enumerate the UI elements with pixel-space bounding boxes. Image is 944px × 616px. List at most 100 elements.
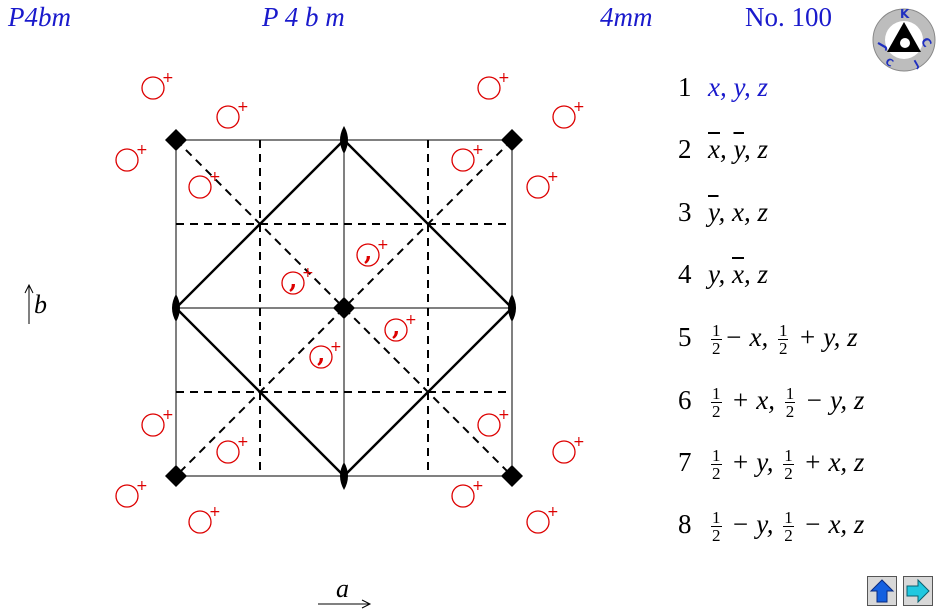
position-number: 5: [678, 322, 692, 352]
a-axis-label: a: [336, 574, 349, 603]
svg-text:K: K: [900, 8, 910, 21]
position-number: 6: [678, 385, 692, 415]
position-marker: +: [552, 434, 585, 464]
coord-y-bar: y: [708, 197, 719, 227]
jkc-logo[interactable]: J K C J C: [872, 8, 936, 72]
glide-lines: [175, 139, 513, 477]
fourfold-axes: [165, 129, 523, 487]
svg-text:+: +: [237, 434, 249, 450]
position-number: 4: [678, 259, 692, 289]
twofold-axis-symbol: [172, 294, 180, 322]
nav-next-button[interactable]: [903, 576, 933, 606]
svg-text:+: +: [547, 169, 559, 185]
position-marker: +: [477, 70, 510, 100]
svg-text:+: +: [573, 434, 585, 450]
svg-text:+: +: [547, 504, 559, 520]
fourfold-axis-symbol: [165, 129, 187, 151]
position-number: 3: [678, 197, 692, 227]
fourfold-axis-symbol: [501, 129, 523, 151]
position-coords: x, y, z: [708, 72, 768, 102]
arrow-right-icon: [906, 578, 930, 604]
svg-text:+: +: [498, 407, 510, 423]
fourfold-axis-symbol: [501, 465, 523, 487]
nav-up-button[interactable]: [867, 576, 897, 606]
full-symbol: P 4 b m: [262, 2, 345, 32]
position-marker: +: [526, 504, 559, 534]
coord-z: z: [757, 259, 768, 289]
position-number: 7: [678, 447, 692, 477]
position-number: 1: [678, 72, 692, 102]
position-marker: +: [115, 478, 148, 508]
svg-text:C: C: [883, 57, 895, 70]
b-axis-arrow: [24, 283, 34, 329]
coord-x-bar: x: [732, 259, 744, 289]
svg-text:J: J: [912, 59, 922, 71]
svg-text:+: +: [330, 339, 342, 355]
position-marker: +: [188, 504, 221, 534]
position-number: 8: [678, 509, 692, 539]
svg-text:+: +: [405, 312, 417, 328]
position-marker: +: [188, 169, 221, 199]
fourfold-axis-symbol: [165, 465, 187, 487]
position-marker-comma: +,: [309, 339, 342, 369]
coord-y: y: [708, 259, 719, 289]
coord-x: x: [732, 197, 744, 227]
svg-text:+: +: [209, 504, 221, 520]
position-marker: +: [451, 478, 484, 508]
svg-text:+: +: [162, 70, 174, 86]
general-position-markers: +++++++++++++++++,+,+,+,: [115, 70, 585, 534]
short-symbol: P4bm: [8, 2, 71, 32]
position-marker: +: [477, 407, 510, 437]
svg-text:+: +: [498, 70, 510, 86]
svg-text:+: +: [136, 142, 148, 158]
svg-text:+: +: [377, 237, 389, 253]
svg-text:,: ,: [289, 265, 297, 294]
svg-text:,: ,: [364, 237, 372, 266]
position-marker-comma: +,: [281, 265, 314, 295]
position-marker: +: [216, 99, 249, 129]
arrow-up-icon: [869, 579, 895, 603]
space-group-number: No. 100: [745, 2, 832, 32]
svg-text:+: +: [573, 99, 585, 115]
coord-z: z: [757, 134, 768, 164]
svg-text:+: +: [237, 99, 249, 115]
position-1: 1 x, y, z: [678, 72, 768, 103]
fourfold-axis-symbol: [333, 297, 355, 319]
position-marker: +: [216, 434, 249, 464]
svg-text:,: ,: [392, 312, 400, 341]
b-axis-label: b: [34, 290, 47, 319]
svg-text:+: +: [209, 169, 221, 185]
svg-text:+: +: [472, 142, 484, 158]
position-marker-comma: +,: [384, 312, 417, 342]
position-marker: +: [141, 407, 174, 437]
twofold-axes: [172, 126, 516, 490]
svg-text:+: +: [302, 265, 314, 281]
a-axis-arrow: [318, 596, 372, 614]
coord-y-bar: y: [733, 134, 744, 164]
position-marker-comma: +,: [356, 237, 389, 267]
svg-text:J: J: [874, 40, 889, 52]
coord-z: z: [757, 197, 768, 227]
twofold-axis-symbol: [508, 294, 516, 322]
svg-text:+: +: [162, 407, 174, 423]
position-marker: +: [115, 142, 148, 172]
position-marker: +: [552, 99, 585, 129]
coord-x-bar: x: [708, 134, 720, 164]
twofold-axis-symbol: [340, 462, 348, 490]
svg-text:+: +: [472, 478, 484, 494]
